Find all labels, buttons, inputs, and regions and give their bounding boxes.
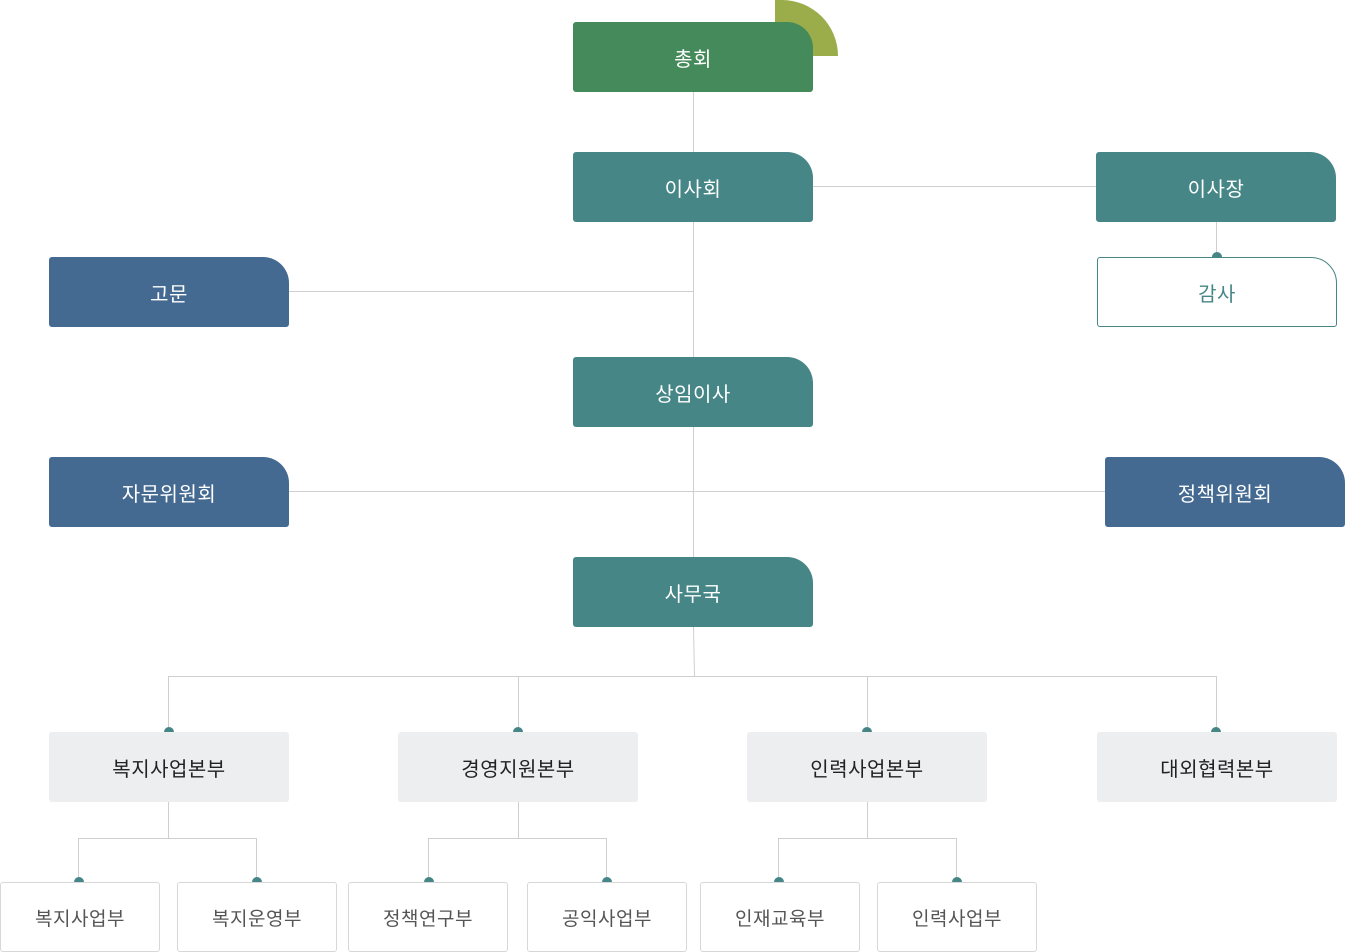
node-auditor: 감사 [1097,257,1337,327]
node-board: 이사회 [573,152,813,222]
line-secretariat-bus [693,626,695,677]
node-label: 인재교육부 [735,907,825,930]
node-team: 복지사업부 [0,882,160,952]
node-division-workforce: 인력사업본부 [747,732,987,802]
node-label: 고문 [150,281,188,306]
node-division-management: 경영지원본부 [398,732,638,802]
node-general-assembly: 총회 [573,22,813,92]
node-label: 복지운영부 [212,907,302,930]
node-label: 인력사업본부 [810,756,924,781]
node-label: 자문위원회 [121,481,217,506]
node-label: 정책연구부 [383,907,473,930]
node-team: 정책연구부 [348,882,508,952]
node-label: 정책위원회 [1177,481,1273,506]
node-label: 감사 [1198,281,1236,306]
node-standing-director: 상임이사 [573,357,813,427]
node-policy-committee: 정책위원회 [1105,457,1345,527]
node-team: 복지운영부 [177,882,337,952]
node-label: 상임이사 [655,381,731,406]
node-secretariat: 사무국 [573,557,813,627]
node-label: 이사장 [1187,176,1245,201]
node-label: 경영지원본부 [461,756,575,781]
node-label: 인력사업부 [912,907,1002,930]
node-label: 공익사업부 [562,907,652,930]
node-label: 대외협력본부 [1160,756,1274,781]
node-label: 사무국 [664,581,722,606]
node-team: 인력사업부 [877,882,1037,952]
node-advisor: 고문 [49,257,289,327]
node-team: 인재교육부 [700,882,860,952]
node-division-welfare: 복지사업본부 [49,732,289,802]
node-label: 복지사업부 [35,907,125,930]
node-advisory-committee: 자문위원회 [49,457,289,527]
node-team: 공익사업부 [527,882,687,952]
node-label: 복지사업본부 [112,756,226,781]
node-division-external: 대외협력본부 [1097,732,1337,802]
node-label: 이사회 [664,176,722,201]
node-label: 총회 [674,46,712,71]
node-chairman: 이사장 [1096,152,1336,222]
